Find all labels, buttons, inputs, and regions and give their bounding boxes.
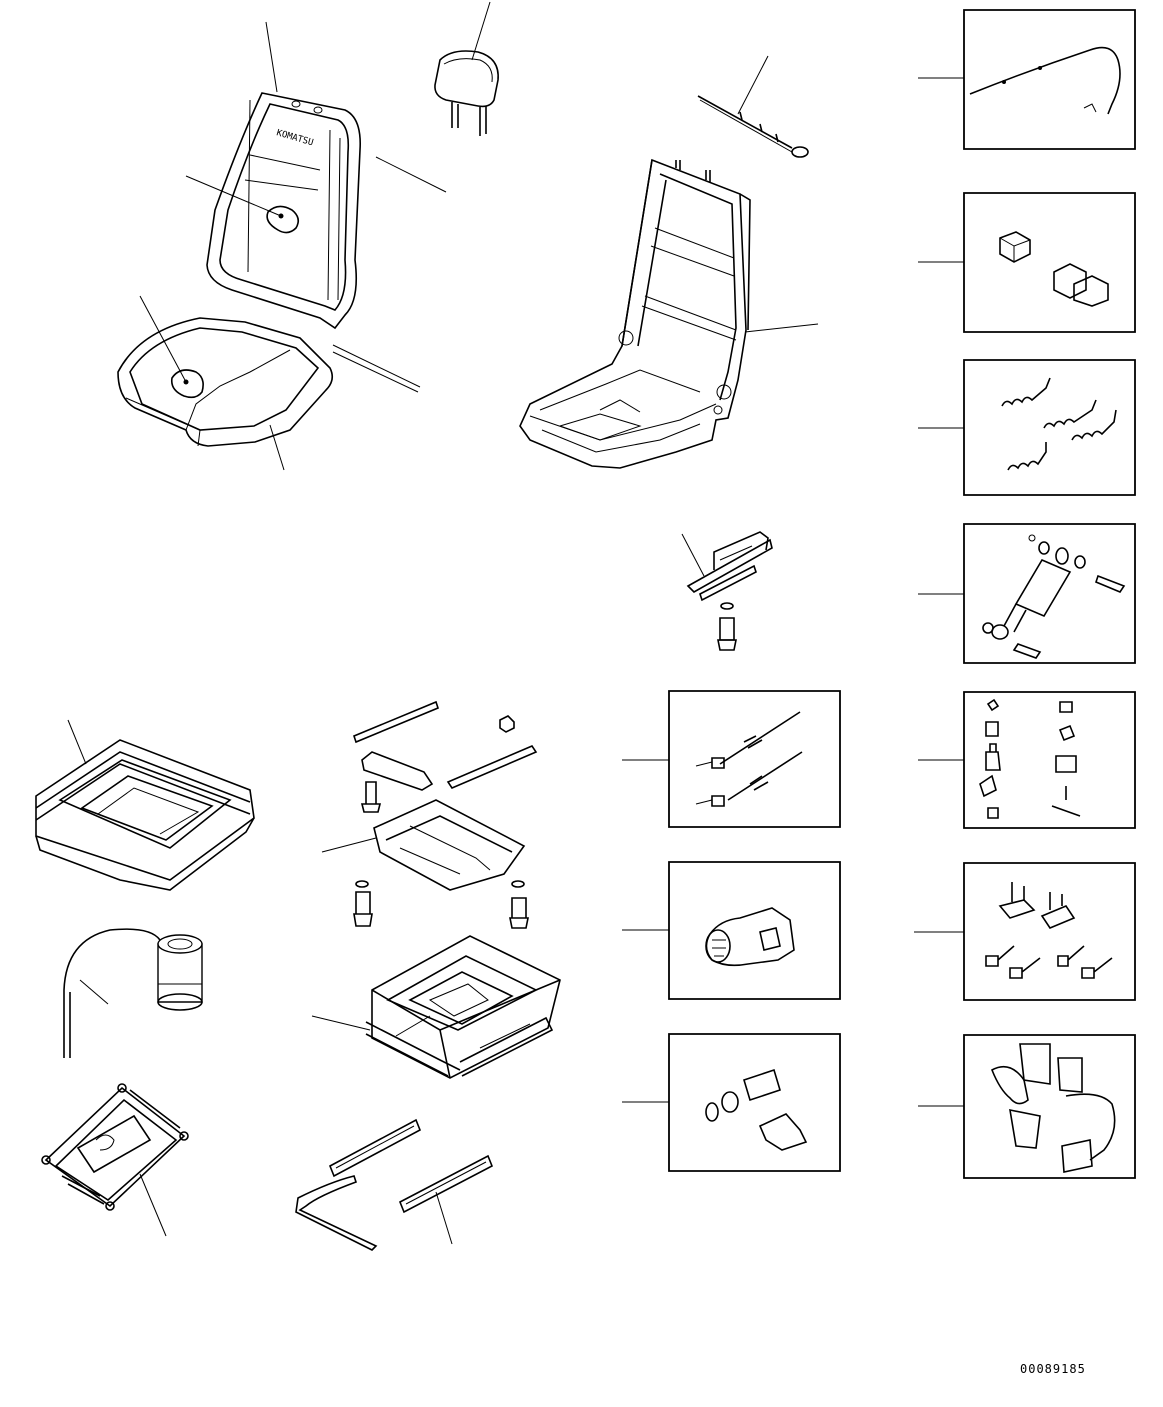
leader-line xyxy=(376,157,446,192)
leader-line xyxy=(140,296,186,382)
leader-line xyxy=(333,345,420,392)
leader-line xyxy=(436,1192,452,1244)
storage-tray xyxy=(36,740,254,890)
gauge-with-cable xyxy=(64,929,202,1058)
wire-rod xyxy=(698,96,808,157)
leader-line xyxy=(472,2,490,60)
kit-box-bushings xyxy=(964,193,1135,332)
leader-line xyxy=(266,22,277,92)
kit-box-shock-absorber xyxy=(964,524,1135,663)
seat-frame xyxy=(520,160,750,468)
suspension-base xyxy=(366,936,560,1078)
leader-line xyxy=(68,720,86,764)
svg-text:KOMATSU: KOMATSU xyxy=(275,128,314,148)
slide-rails xyxy=(296,1120,492,1250)
leader-line xyxy=(270,425,284,470)
slide-rail-bracket-set xyxy=(354,702,536,928)
leader-line xyxy=(682,534,704,576)
leader-line xyxy=(312,1016,370,1030)
kit-box-actuator xyxy=(669,862,840,999)
kit-box-sensor-cables xyxy=(669,691,840,827)
leader-line xyxy=(745,324,818,332)
rail-bracket xyxy=(688,532,772,650)
seat-back-cushion: KOMATSU xyxy=(207,93,360,328)
kit-box-small-parts xyxy=(964,692,1135,828)
leader-line xyxy=(140,1174,166,1236)
leader-line xyxy=(322,838,376,852)
leader-line xyxy=(80,980,108,1004)
kit-box-springs xyxy=(964,360,1135,495)
kit-box-lever xyxy=(669,1034,840,1171)
kit-box-clips xyxy=(964,863,1135,1000)
headrest xyxy=(435,51,498,136)
leader-line xyxy=(186,176,281,216)
kit-box-cable xyxy=(964,10,1135,149)
seat-cushion xyxy=(118,318,332,446)
suspension-link xyxy=(42,1084,188,1210)
drawing-number: 00089185 xyxy=(1020,1362,1086,1376)
kit-box-straps xyxy=(964,1035,1135,1178)
leader-line xyxy=(738,56,768,114)
